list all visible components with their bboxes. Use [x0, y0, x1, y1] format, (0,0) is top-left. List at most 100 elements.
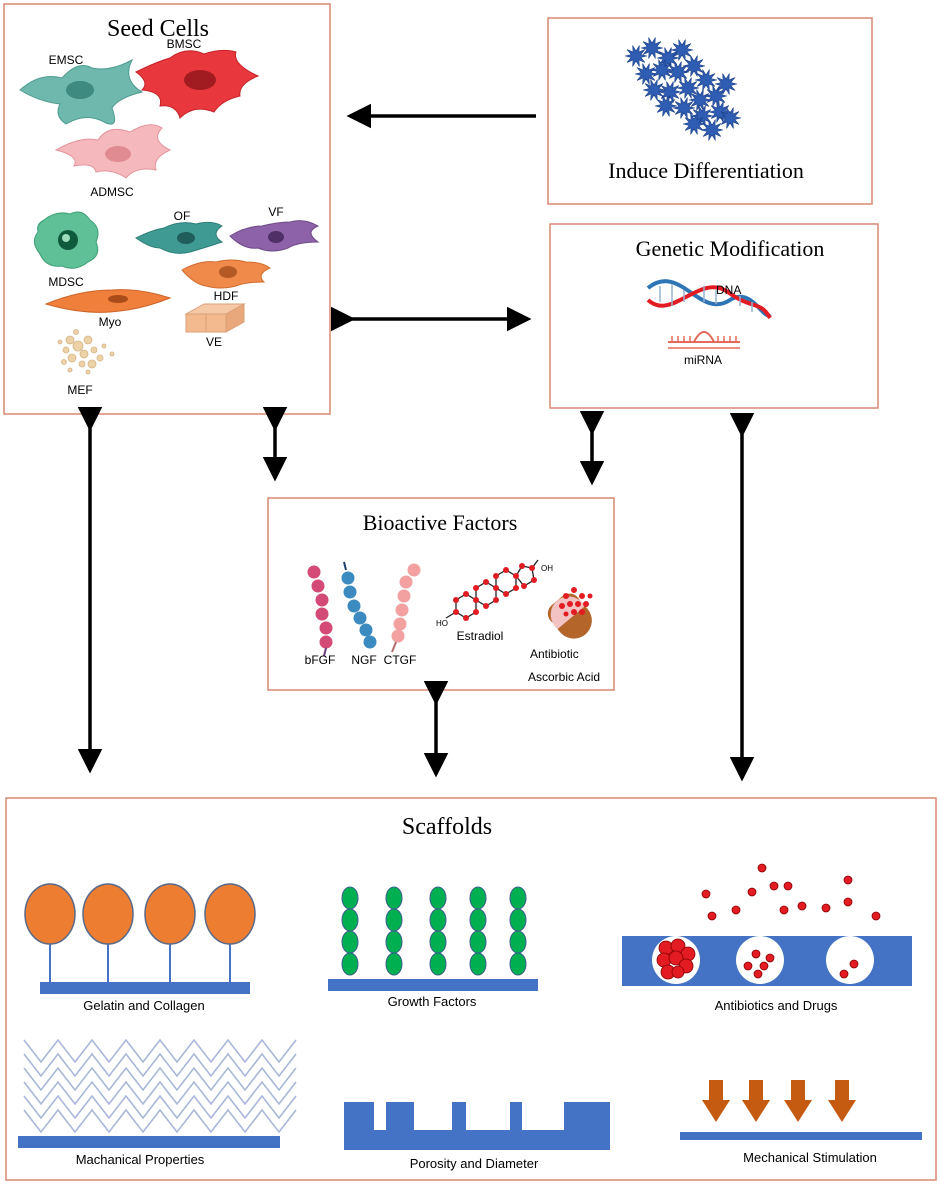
induce-differentiation-panel: Induce Differentiation [547, 17, 873, 205]
hdf-nucleus [219, 266, 237, 278]
myo-cell [44, 289, 172, 313]
growth-factor-bead [341, 886, 359, 910]
porosity-diameter-label: Porosity and Diameter [410, 1156, 539, 1171]
growth-factor-bead [469, 908, 487, 932]
inducer-molecule [642, 79, 666, 101]
oh-label: OH [541, 564, 553, 573]
inducer-molecule [700, 119, 724, 141]
inducer-molecule [688, 89, 712, 111]
growth-factor-bead [509, 952, 527, 976]
hdf-label: HDF [214, 289, 239, 303]
growth-factor-bead [469, 930, 487, 954]
dna-helix-icon [646, 279, 772, 320]
inducer-molecule [650, 59, 674, 81]
fiber-zigzag [23, 1066, 297, 1092]
myo-nucleus [108, 295, 128, 303]
growth-factor-bead [509, 886, 527, 910]
emsc-label: EMSC [49, 53, 84, 67]
mechanical-properties-illustration [18, 1038, 297, 1148]
ve-label: VE [206, 335, 222, 349]
growth-factor-bead [341, 930, 359, 954]
bfgf-chain-icon [307, 565, 333, 657]
ho-label: HO [436, 619, 448, 628]
genetic-box [549, 223, 879, 409]
admsc-label: ADMSC [90, 185, 134, 199]
antibiotics-drugs-label: Antibiotics and Drugs [715, 998, 838, 1013]
inducer-molecule [672, 97, 696, 119]
ngf-chain-icon [341, 561, 377, 649]
scaffolds-panel: Scaffolds Gelatin and Collagen Growth Fa… [5, 797, 937, 1181]
ve-cells [184, 303, 246, 333]
bioactive-title: Bioactive Factors [363, 510, 518, 535]
growth-factor-bead [385, 930, 403, 954]
growth-factor-bead [341, 952, 359, 976]
growth-factor-bead [469, 952, 487, 976]
growth-factor-bead [429, 930, 447, 954]
mechanical-stimulation-illustration [680, 1080, 922, 1140]
gelatin-collagen-label: Gelatin and Collagen [83, 998, 204, 1013]
fiber-zigzag [23, 1108, 297, 1134]
inducer-molecule [682, 55, 706, 77]
emsc-nucleus [66, 81, 94, 99]
inducer-molecule [682, 113, 706, 135]
growth-factor-bead [385, 886, 403, 910]
growth-factor-bead [385, 908, 403, 932]
connector-arrows [77, 103, 755, 782]
bioactive-box [267, 497, 615, 691]
bioactive-factors-panel: Bioactive Factors bFGF NGF CTGF [267, 497, 615, 691]
inducer-molecule [624, 45, 648, 67]
inducer-molecule [656, 47, 680, 69]
gelatin-collagen-illustration [24, 883, 256, 994]
fiber-zigzag [23, 1038, 297, 1064]
mechanical-stimulation-label: Mechanical Stimulation [743, 1150, 877, 1165]
ctgf-chain-icon [391, 563, 421, 653]
vf-nucleus [268, 231, 284, 243]
admsc-nucleus [105, 146, 131, 162]
scaffolds-title: Scaffolds [402, 814, 492, 840]
of-label: OF [174, 209, 191, 223]
mirna-label: miRNA [684, 353, 722, 367]
pressure-arrow [828, 1080, 856, 1122]
growth-factor-bead [429, 908, 447, 932]
growth-factor-bead [469, 886, 487, 910]
genetic-modification-panel: Genetic Modification DNA miRNA [549, 223, 879, 409]
mef-cluster [57, 329, 115, 375]
porosity-diameter-illustration [344, 1102, 610, 1150]
growth-factors-illustration [328, 886, 538, 991]
pressure-arrow [702, 1080, 730, 1122]
bmsc-label: BMSC [167, 37, 202, 51]
seed-cells-title: Seed Cells [107, 16, 209, 42]
dna-label: DNA [716, 283, 741, 297]
inducer-molecule [694, 69, 718, 91]
inducer-molecule [666, 61, 690, 83]
inducer-molecule [640, 37, 664, 59]
mdsc-nucleus-highlight [62, 234, 70, 242]
genetic-title: Genetic Modification [636, 236, 825, 261]
vf-label: VF [268, 205, 283, 219]
fiber-zigzag [23, 1052, 297, 1078]
fiber-zigzag [23, 1080, 297, 1106]
induce-title: Induce Differentiation [608, 158, 804, 183]
ctgf-label: CTGF [384, 653, 417, 667]
growth-factors-label: Growth Factors [388, 994, 477, 1009]
growth-factor-bead [429, 952, 447, 976]
growth-factor-bead [509, 930, 527, 954]
ascorbic-acid-label: Ascorbic Acid [528, 670, 600, 684]
mef-label: MEF [67, 383, 92, 397]
antibiotic-label: Antibiotic [530, 647, 579, 661]
growth-factor-bead [341, 908, 359, 932]
growth-factor-bead [429, 886, 447, 910]
inducer-molecule [714, 73, 738, 95]
inducer-molecule [634, 63, 658, 85]
inducer-molecule [654, 95, 678, 117]
myo-label: Myo [99, 315, 122, 329]
inducer-molecule-cluster [624, 37, 742, 141]
capsule-granules [559, 587, 593, 617]
ngf-label: NGF [351, 653, 376, 667]
mdsc-label: MDSC [48, 275, 84, 289]
growth-factor-bead [509, 908, 527, 932]
fiber-zigzag [23, 1094, 297, 1120]
mirna-icon [668, 331, 740, 349]
estradiol-atoms [453, 563, 537, 621]
